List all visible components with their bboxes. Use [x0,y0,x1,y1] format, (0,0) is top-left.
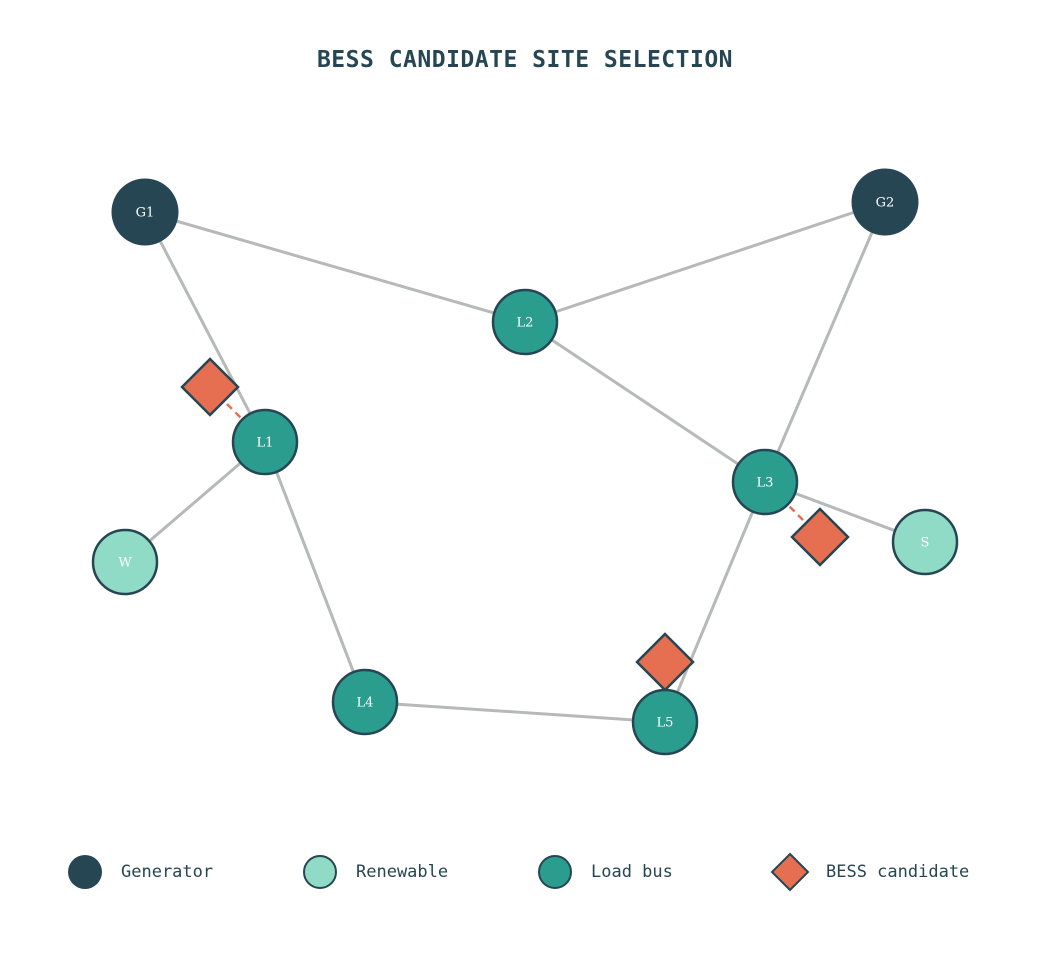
node-l3[interactable]: L3 [731,448,799,516]
node-label-l2: L2 [517,316,534,331]
legend-swatch-circle [538,855,572,889]
node-label-l3: L3 [757,476,774,491]
edge-l2-l3 [524,320,766,484]
edge-g2-l2 [524,200,886,324]
bess-candidate-b3[interactable] [635,632,695,692]
node-l5[interactable]: L5 [631,688,699,756]
node-label-l1: L1 [257,436,274,451]
legend-item-generator: Generator [68,855,213,889]
node-s[interactable]: S [891,508,959,576]
legend-label: Renewable [356,862,448,882]
legend-swatch-diamond [770,852,810,892]
edge-l4-l5 [364,700,666,724]
legend-label: Load bus [591,862,673,882]
legend-label: BESS candidate [826,862,969,882]
node-w[interactable]: W [91,528,159,596]
load-node-circle [631,688,699,756]
renewable-node-circle [91,528,159,596]
node-g2[interactable]: G2 [851,168,919,236]
bess-candidate-b2[interactable] [790,507,850,567]
legend-item-bess: BESS candidate [770,852,969,892]
edge-g1-l2 [144,210,526,324]
bess-links-layer [209,386,821,722]
load-node-circle [731,448,799,516]
renewable-node-circle [891,508,959,576]
node-label-g1: G1 [136,206,155,221]
generator-node-circle [851,168,919,236]
node-l4[interactable]: L4 [331,668,399,736]
load-node-circle [331,668,399,736]
legend-item-load: Load bus [538,855,673,889]
bess-candidates-layer [180,357,850,692]
edge-l5-l3 [663,481,767,723]
node-label-l5: L5 [657,716,674,731]
node-g1[interactable]: G1 [111,178,179,246]
node-label-w: W [118,556,132,571]
edge-g2-l3 [763,201,887,483]
legend-label: Generator [121,862,213,882]
legend-item-renewable: Renewable [303,855,448,889]
load-node-circle [491,288,559,356]
legend-swatch-circle [303,855,337,889]
node-l1[interactable]: L1 [231,408,299,476]
generator-node-circle [111,178,179,246]
legend: Generator Renewable Load bus BESS candidate [68,852,969,892]
legend-swatch-circle [68,855,102,889]
node-label-g2: G2 [876,196,895,211]
bess-candidate-b1[interactable] [180,357,240,417]
node-l2[interactable]: L2 [491,288,559,356]
diagram-title: BESS CANDIDATE SITE SELECTION [317,47,733,73]
edge-l1-l4 [263,441,367,703]
edge-g1-l1 [143,211,267,443]
load-node-circle [231,408,299,476]
node-label-l4: L4 [357,696,374,711]
node-label-s: S [921,536,930,551]
